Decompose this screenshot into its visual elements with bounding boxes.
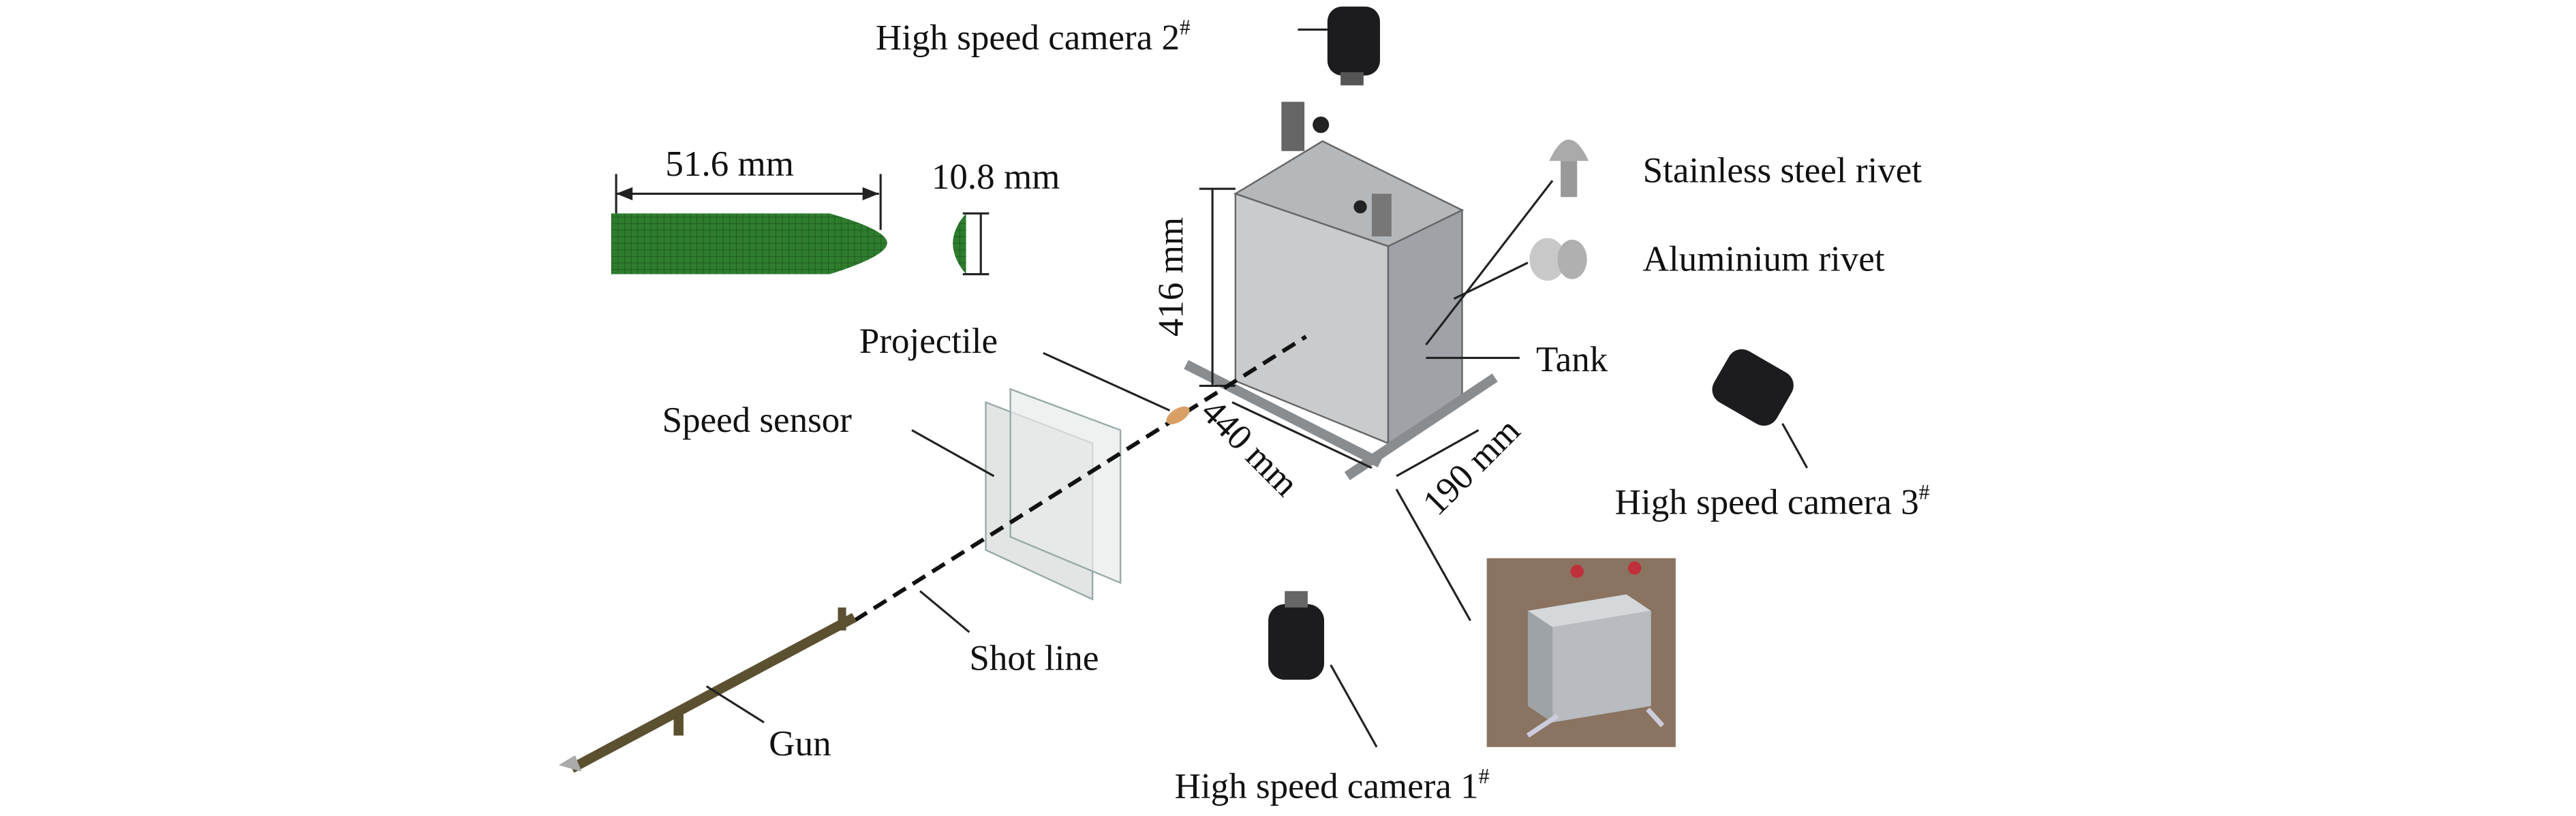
gun-icon	[558, 607, 857, 773]
height-dimension: 416 mm	[1152, 217, 1191, 336]
width-dimension: 440 mm	[1193, 392, 1306, 504]
speed-sensor	[911, 388, 1122, 601]
diameter-dimension: 10.8 mm	[932, 157, 1060, 197]
shot-line	[853, 334, 1308, 623]
tank-photo	[1395, 488, 1676, 747]
stainless-rivet-icon	[1425, 139, 1589, 346]
depth-dimension: 190 mm	[1415, 411, 1528, 523]
stainless-rivet-label: Stainless steel rivet	[1643, 151, 1922, 191]
camera-1-label: High speed camera 1#	[1175, 764, 1490, 806]
length-dimension: 51.6 mm	[665, 144, 794, 184]
shot-line-label: Shot line	[969, 638, 1099, 678]
gun-label: Gun	[769, 724, 831, 764]
tank-label: Tank	[1536, 340, 1608, 379]
projectile-model	[611, 174, 990, 276]
camera-3-label: High speed camera 3#	[1615, 480, 1930, 522]
camera-2-label: High speed camera 2#	[876, 16, 1191, 58]
aluminium-rivet-icon	[1453, 238, 1587, 300]
aluminium-rivet-label: Aluminium rivet	[1643, 240, 1885, 279]
high-speed-camera-3	[1712, 349, 1809, 469]
high-speed-camera-2	[1298, 6, 1380, 86]
tank	[1184, 101, 1520, 481]
projectile-label: Projectile	[859, 321, 998, 361]
speed-sensor-label: Speed sensor	[662, 401, 853, 440]
high-speed-camera-1	[1268, 591, 1378, 748]
projectile-icon	[1166, 406, 1190, 424]
